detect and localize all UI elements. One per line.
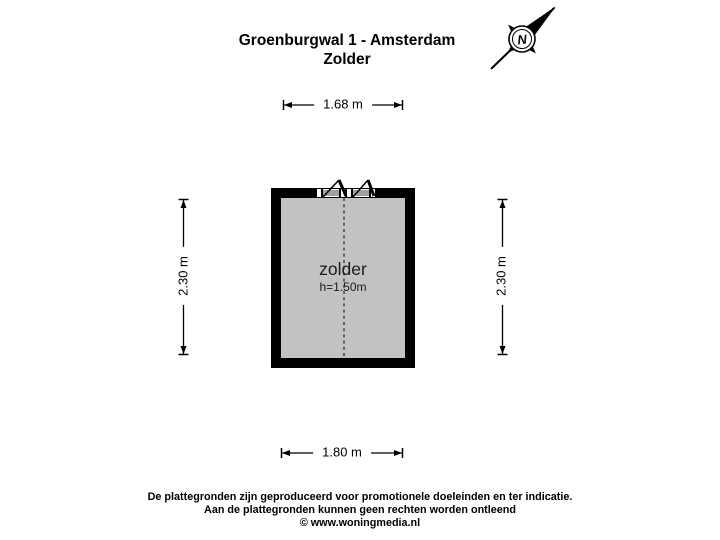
dimension-top-label: 1.68 m	[314, 95, 372, 115]
title-address: Groenburgwal 1 - Amsterdam	[238, 32, 456, 49]
window-swing-marks-icon	[322, 179, 376, 198]
page-title: Groenburgwal 1 - Amsterdam Zolder	[0, 31, 694, 69]
footer-disclaimer: De plattegronden zijn geproduceerd voor …	[0, 491, 720, 531]
floorplan-wall	[271, 188, 415, 368]
room-height-label: h=1.50m	[319, 280, 367, 294]
floorplan-floor-zolder	[281, 198, 405, 358]
title-floor: Zolder	[323, 51, 371, 68]
dimension-bottom-label: 1.80 m	[313, 443, 371, 463]
compass-north-label: N	[517, 31, 529, 47]
footer-copyright: © www.woningmedia.nl	[299, 517, 421, 530]
room-name-label: zolder	[319, 259, 367, 279]
compass-rose-icon: N	[490, 6, 556, 70]
dimension-left-label: 2.30 m	[174, 247, 193, 305]
ridge-dashed-line	[343, 198, 345, 358]
footer-disclaimer-line-2: Aan de plattegronden kunnen geen rechten…	[204, 504, 516, 517]
footer-disclaimer-line-1: De plattegronden zijn geproduceerd voor …	[147, 491, 573, 503]
dimension-right-label: 2.30 m	[492, 247, 512, 305]
